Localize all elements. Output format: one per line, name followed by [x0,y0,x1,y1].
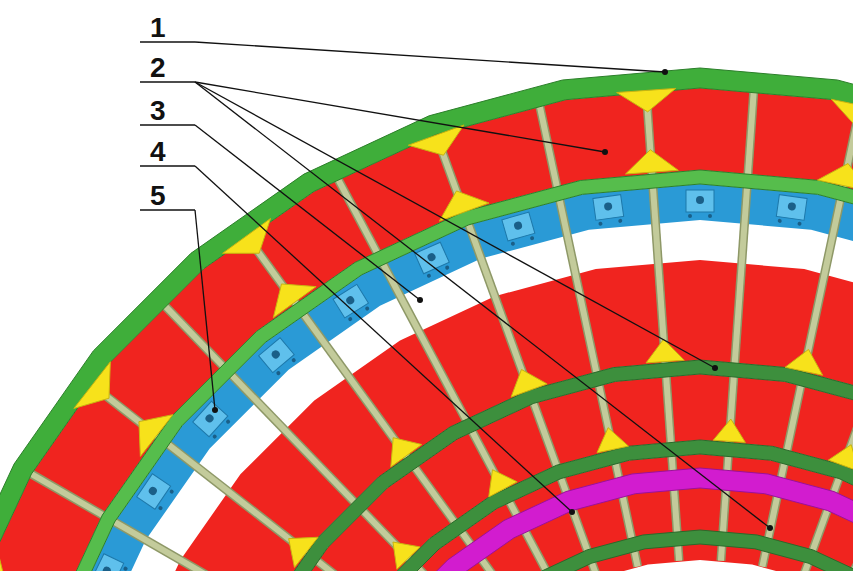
bracket-hole [123,566,128,571]
leader-line [195,166,572,512]
yellow-gusset [223,218,271,253]
bracket-hole [604,202,613,211]
radial-beam-edge [92,385,464,571]
yellow-gusset [828,445,853,471]
callout-underline [140,81,195,83]
leader-dot [712,365,718,371]
callout-underline [140,209,195,211]
yellow-gusset [273,284,316,318]
bracket [593,195,625,227]
bracket-hole [787,202,796,211]
yellow-gusset [646,339,684,363]
yellow-gusset [597,428,629,453]
yellow-gusset [713,419,745,442]
leader-line [195,82,605,152]
leader-dot [662,69,668,75]
bracket-plate [502,212,535,241]
gusset-group [0,88,853,571]
bracket-hole [696,196,704,204]
bracket-hole [777,219,782,224]
leader-dot [767,525,773,531]
bracket-hole [147,485,158,496]
yellow-gusset [139,415,173,457]
yellow-gusset [393,542,420,569]
bracket [775,195,807,227]
outer-green-ring [0,68,853,571]
bracket-hole [618,219,623,224]
leader-dot [602,149,608,155]
yellow-gusset [391,438,422,467]
green-ring [200,360,853,571]
bracket-hole [225,419,231,425]
magenta-ring [308,468,853,571]
bracket-hole [708,214,712,218]
bracket-hole [169,489,175,495]
callout-number: 2 [150,54,166,82]
bracket-hole [513,221,523,231]
bracket-hole [347,316,353,322]
callout-number: 4 [150,138,166,166]
yellow-gusset [74,362,110,409]
bracket-hole [158,505,164,511]
bracket-plate [776,195,807,221]
bracket-hole [426,273,431,278]
bracket-hole [797,221,802,226]
leader-line [195,82,715,368]
yellow-gusset [817,164,853,192]
callout-number: 3 [150,97,166,125]
leader-line [195,42,665,72]
yellow-gusset [0,544,5,571]
bracket [686,190,714,218]
bracket-hole [598,221,603,226]
bracket-hole [364,306,370,312]
leader-dot [569,509,575,515]
green-ring [10,170,853,571]
bracket-hole [688,214,692,218]
bracket-hole [530,236,535,241]
callout-number: 1 [150,14,166,42]
bracket-hole [291,357,297,363]
leader-line [195,210,215,410]
leader-line [195,82,770,528]
yellow-gusset [617,88,676,111]
yellow-gusset [511,369,547,397]
bracket-hole [101,565,112,571]
bracket-plate [686,190,714,212]
bracket-hole [270,349,281,360]
radial-beam [246,235,523,571]
radial-beam-edge [246,235,523,571]
yellow-gusset [289,537,318,567]
green-ring [280,440,853,571]
radial-beam [92,385,464,571]
bracket-plate [593,195,624,221]
yellow-gusset [625,150,678,174]
yellow-gusset [408,125,464,155]
leader-line [195,125,420,300]
yellow-gusset [785,349,823,375]
bracket-hole [204,413,215,424]
yellow-gusset [489,470,517,497]
bracket-hole [276,370,282,376]
leader-dot [212,407,218,413]
callout-number: 5 [150,182,166,210]
leader-dot [417,297,423,303]
bracket-hole [445,265,450,270]
callout-underline [140,41,195,43]
bracket-hole [510,241,515,246]
yellow-gusset [439,191,489,221]
bracket-hole [212,434,218,440]
bracket-hole [426,252,437,263]
callout-underline [140,124,195,126]
callout-underline [140,165,195,167]
yellow-gusset [831,99,853,126]
bracket [502,212,537,247]
